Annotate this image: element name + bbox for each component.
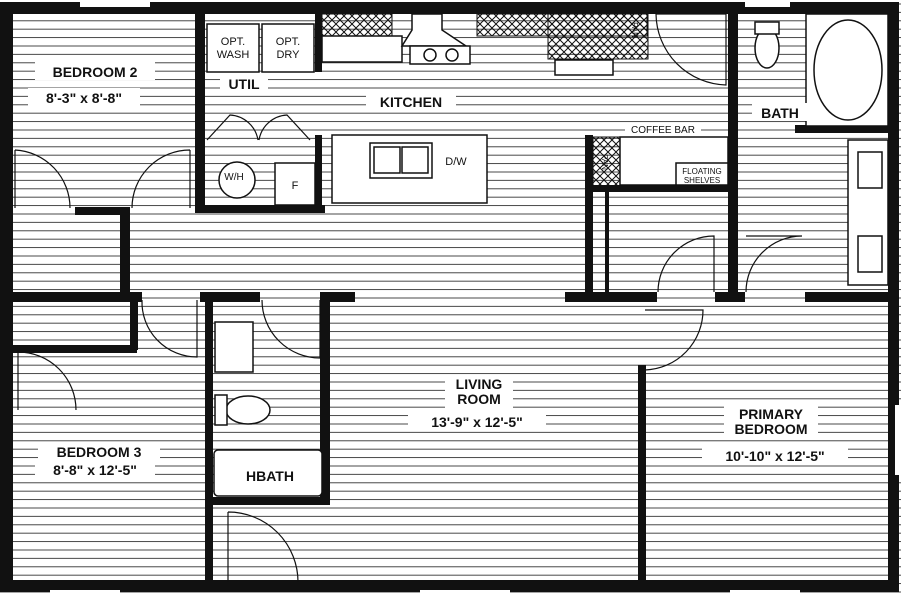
living-name-2: ROOM bbox=[457, 391, 501, 407]
furnace-label: F bbox=[292, 180, 299, 192]
hbath-tub bbox=[213, 449, 323, 497]
washer-label: OPT. bbox=[221, 36, 245, 48]
dishwasher-label: D/W bbox=[445, 156, 467, 168]
toilet-hbath bbox=[225, 395, 271, 425]
dryer-label: OPT. bbox=[276, 36, 300, 48]
pantry-top bbox=[547, 13, 649, 60]
pantry-label-2: PAN bbox=[600, 154, 609, 170]
windows bbox=[50, 2, 901, 596]
bedroom3-name: BEDROOM 3 bbox=[57, 444, 142, 460]
living-size: 13'-9" x 12'-5" bbox=[431, 414, 523, 430]
primary-name-2: BEDROOM bbox=[734, 421, 807, 437]
bedroom3-size: 8'-8" x 12'-5" bbox=[53, 462, 137, 478]
floating-shelves bbox=[675, 162, 729, 186]
hbath-vanity bbox=[214, 321, 254, 373]
hbath-label: HBATH bbox=[246, 468, 294, 484]
furnace bbox=[274, 162, 316, 206]
dryer bbox=[261, 23, 315, 73]
bath-label: BATH bbox=[761, 105, 799, 121]
bedroom2-size: 8'-3" x 8'-8" bbox=[46, 90, 122, 106]
range bbox=[409, 45, 471, 65]
floating-shelves-label: FLOATING bbox=[682, 167, 721, 176]
labels: BEDROOM 2 8'-3" x 8'-8" UTIL KITCHEN BAT… bbox=[28, 22, 848, 484]
kitchen-label: KITCHEN bbox=[380, 94, 442, 110]
floating-shelves-label-2: SHELVES bbox=[684, 176, 720, 185]
primary-name: PRIMARY bbox=[739, 406, 804, 422]
dryer-label-2: DRY bbox=[276, 49, 300, 61]
fridge-counter bbox=[554, 59, 614, 76]
fixtures bbox=[206, 13, 889, 497]
doors bbox=[14, 13, 803, 583]
water-heater bbox=[218, 161, 256, 199]
living-name: LIVING bbox=[456, 376, 503, 392]
bedroom2-name: BEDROOM 2 bbox=[53, 64, 138, 80]
washer bbox=[206, 23, 260, 73]
util-label: UTIL bbox=[228, 76, 260, 92]
pantry-label: PAN bbox=[630, 22, 639, 38]
water-heater-label: W/H bbox=[224, 172, 243, 183]
pantry-coffee bbox=[592, 136, 621, 188]
coffee-bar-label: COFFEE BAR bbox=[631, 125, 695, 136]
washer-label-2: WASH bbox=[217, 49, 250, 61]
primary-size: 10'-10" x 12'-5" bbox=[725, 448, 824, 464]
